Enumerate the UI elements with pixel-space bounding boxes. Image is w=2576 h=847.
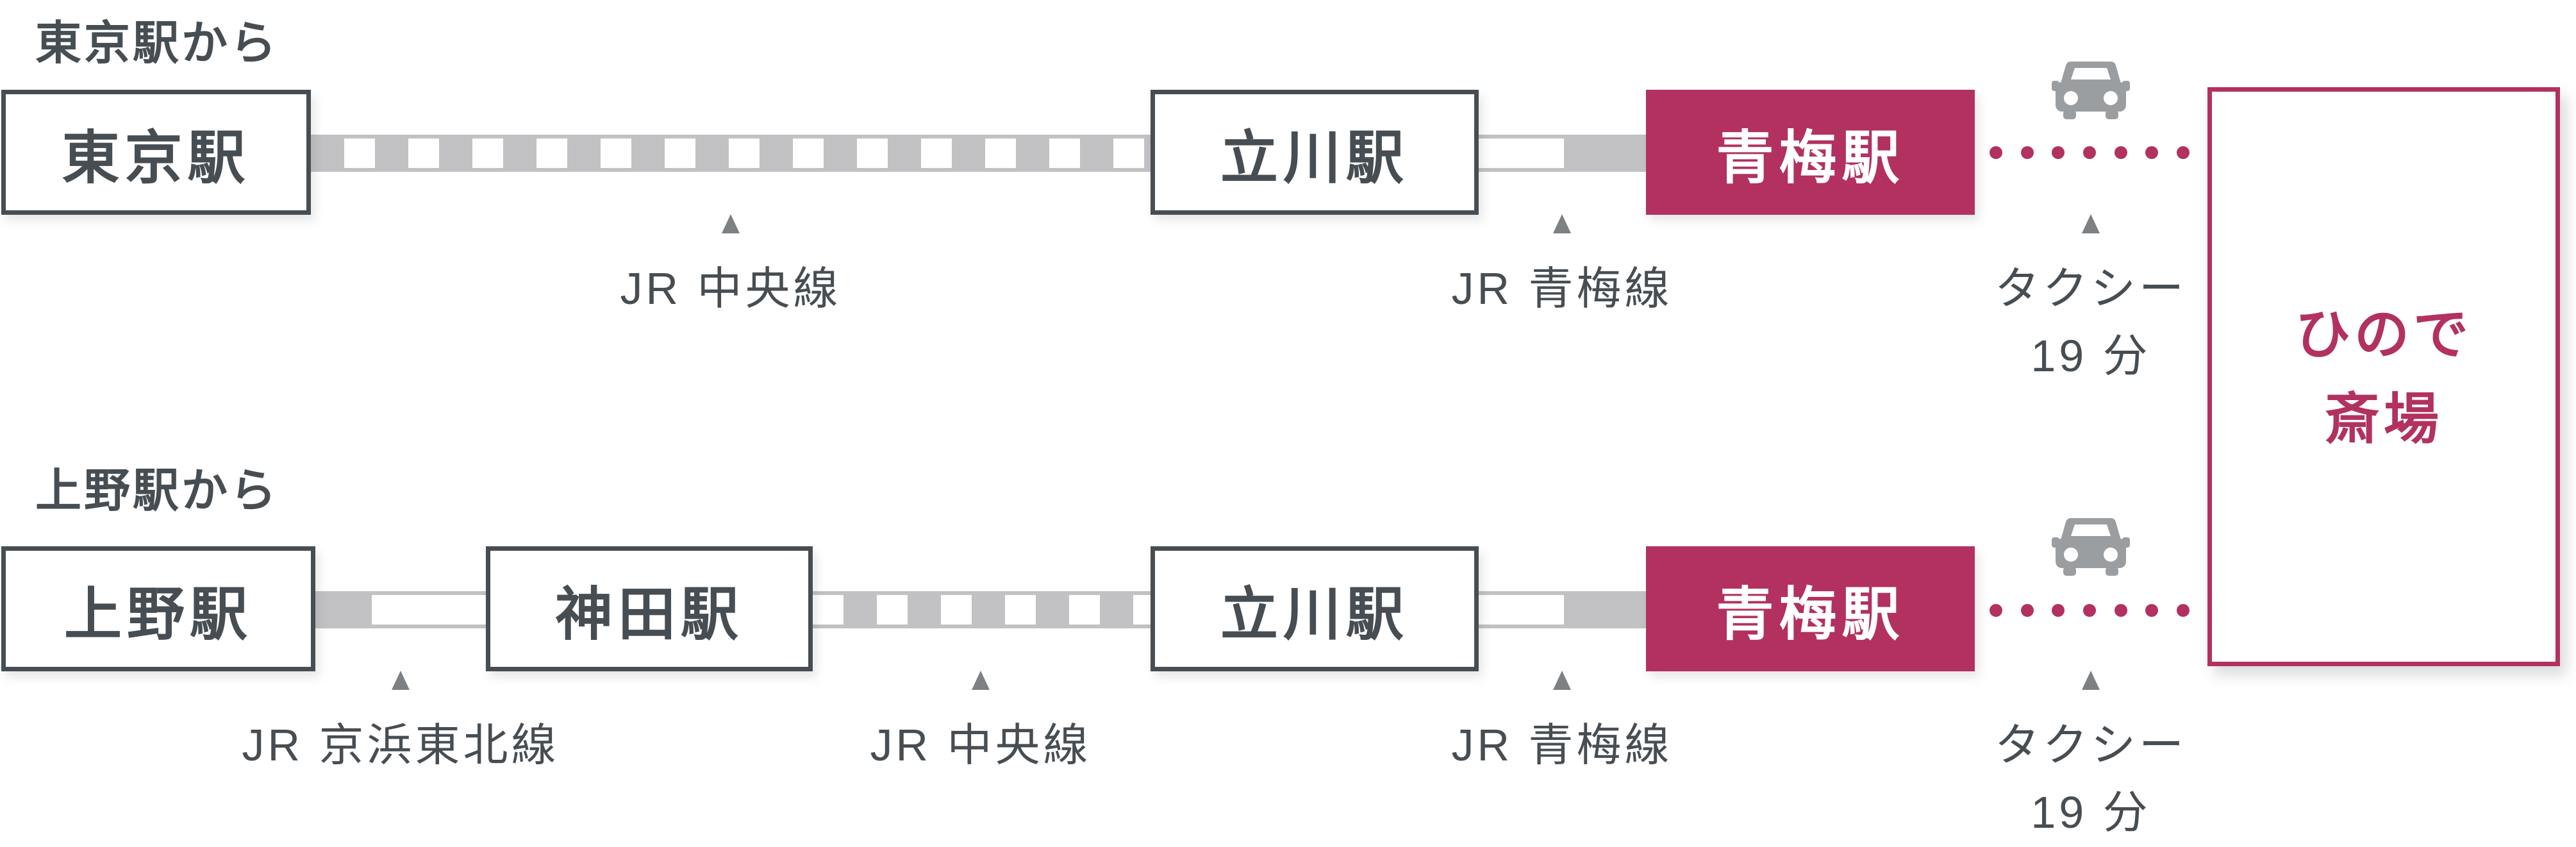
dot	[2145, 604, 2159, 617]
taxi-label-line1: タクシー	[1995, 264, 2187, 314]
rail-tokyo-tachikawa	[311, 135, 1151, 172]
line-label-ome: JR 青梅線	[1451, 264, 1673, 314]
dot	[2114, 146, 2127, 159]
station-label-tokyo: 東京駅	[62, 126, 251, 190]
triangle-up-icon	[1553, 671, 1571, 690]
triangle-up-icon	[1553, 214, 1571, 233]
dot	[1990, 604, 2002, 617]
station-label-ueno: 上野駅	[64, 582, 253, 647]
triangle-up-icon	[722, 214, 740, 233]
line-label-ome2: JR 青梅線	[1451, 720, 1673, 770]
dot	[2082, 146, 2096, 159]
taxi-label: タクシー 19 分	[1886, 255, 2296, 390]
dot	[2114, 604, 2127, 617]
dot	[2176, 146, 2190, 159]
station-box-tokyo: 東京駅	[1, 90, 311, 215]
dot	[2145, 146, 2159, 159]
destination-name-line2: 斎場	[2325, 388, 2443, 450]
station-label-tachikawa: 立川駅	[1220, 126, 1409, 190]
station-box-ueno: 上野駅	[1, 546, 315, 671]
station-label-tachikawa2: 立川駅	[1220, 582, 1409, 647]
line-label-chuo2: JR 中央線	[870, 720, 1092, 770]
taxi-dotted-line	[1990, 146, 2190, 159]
dot	[2082, 604, 2096, 617]
taxi-label: タクシー 19 分	[1886, 712, 2296, 846]
taxi-icon	[2051, 59, 2131, 119]
destination-box: ひので 斎場	[2207, 87, 2560, 666]
rail-kanda-tachikawa	[813, 591, 1151, 628]
rail-tachikawa-ome2	[1479, 591, 1646, 628]
route2-heading: 上野駅から	[35, 465, 279, 517]
route1-heading: 東京駅から	[35, 18, 279, 69]
triangle-up-icon	[392, 671, 410, 690]
station-box-tachikawa2: 立川駅	[1151, 546, 1479, 671]
taxi-dotted-line	[1990, 604, 2190, 617]
station-label-ome: 青梅駅	[1716, 126, 1905, 190]
dot	[2020, 604, 2034, 617]
triangle-up-icon	[972, 671, 990, 690]
station-label-ome2: 青梅駅	[1716, 582, 1905, 647]
dot	[2052, 146, 2065, 159]
station-box-tachikawa: 立川駅	[1151, 90, 1479, 215]
line-label-keihintohoku: JR 京浜東北線	[242, 720, 560, 770]
dot	[2020, 146, 2034, 159]
station-box-ome: 青梅駅	[1646, 90, 1975, 215]
dot	[2052, 604, 2065, 617]
taxi-label-line2: 19 分	[2031, 787, 2151, 837]
dot	[2176, 604, 2190, 617]
rail-ueno-kanda	[315, 591, 486, 628]
taxi-icon	[2051, 516, 2131, 576]
triangle-up-icon	[2082, 214, 2100, 233]
dot	[1990, 146, 2002, 159]
triangle-up-icon	[2082, 671, 2100, 690]
station-label-kanda: 神田駅	[555, 582, 744, 647]
rail-tachikawa-ome	[1479, 135, 1646, 172]
taxi-label-line1: タクシー	[1995, 720, 2187, 770]
station-box-kanda: 神田駅	[486, 546, 813, 671]
taxi-label-line2: 19 分	[2031, 331, 2151, 381]
line-label-chuo: JR 中央線	[620, 264, 842, 314]
station-box-ome2: 青梅駅	[1646, 546, 1975, 671]
destination-name-line1: ひので	[2295, 303, 2472, 365]
